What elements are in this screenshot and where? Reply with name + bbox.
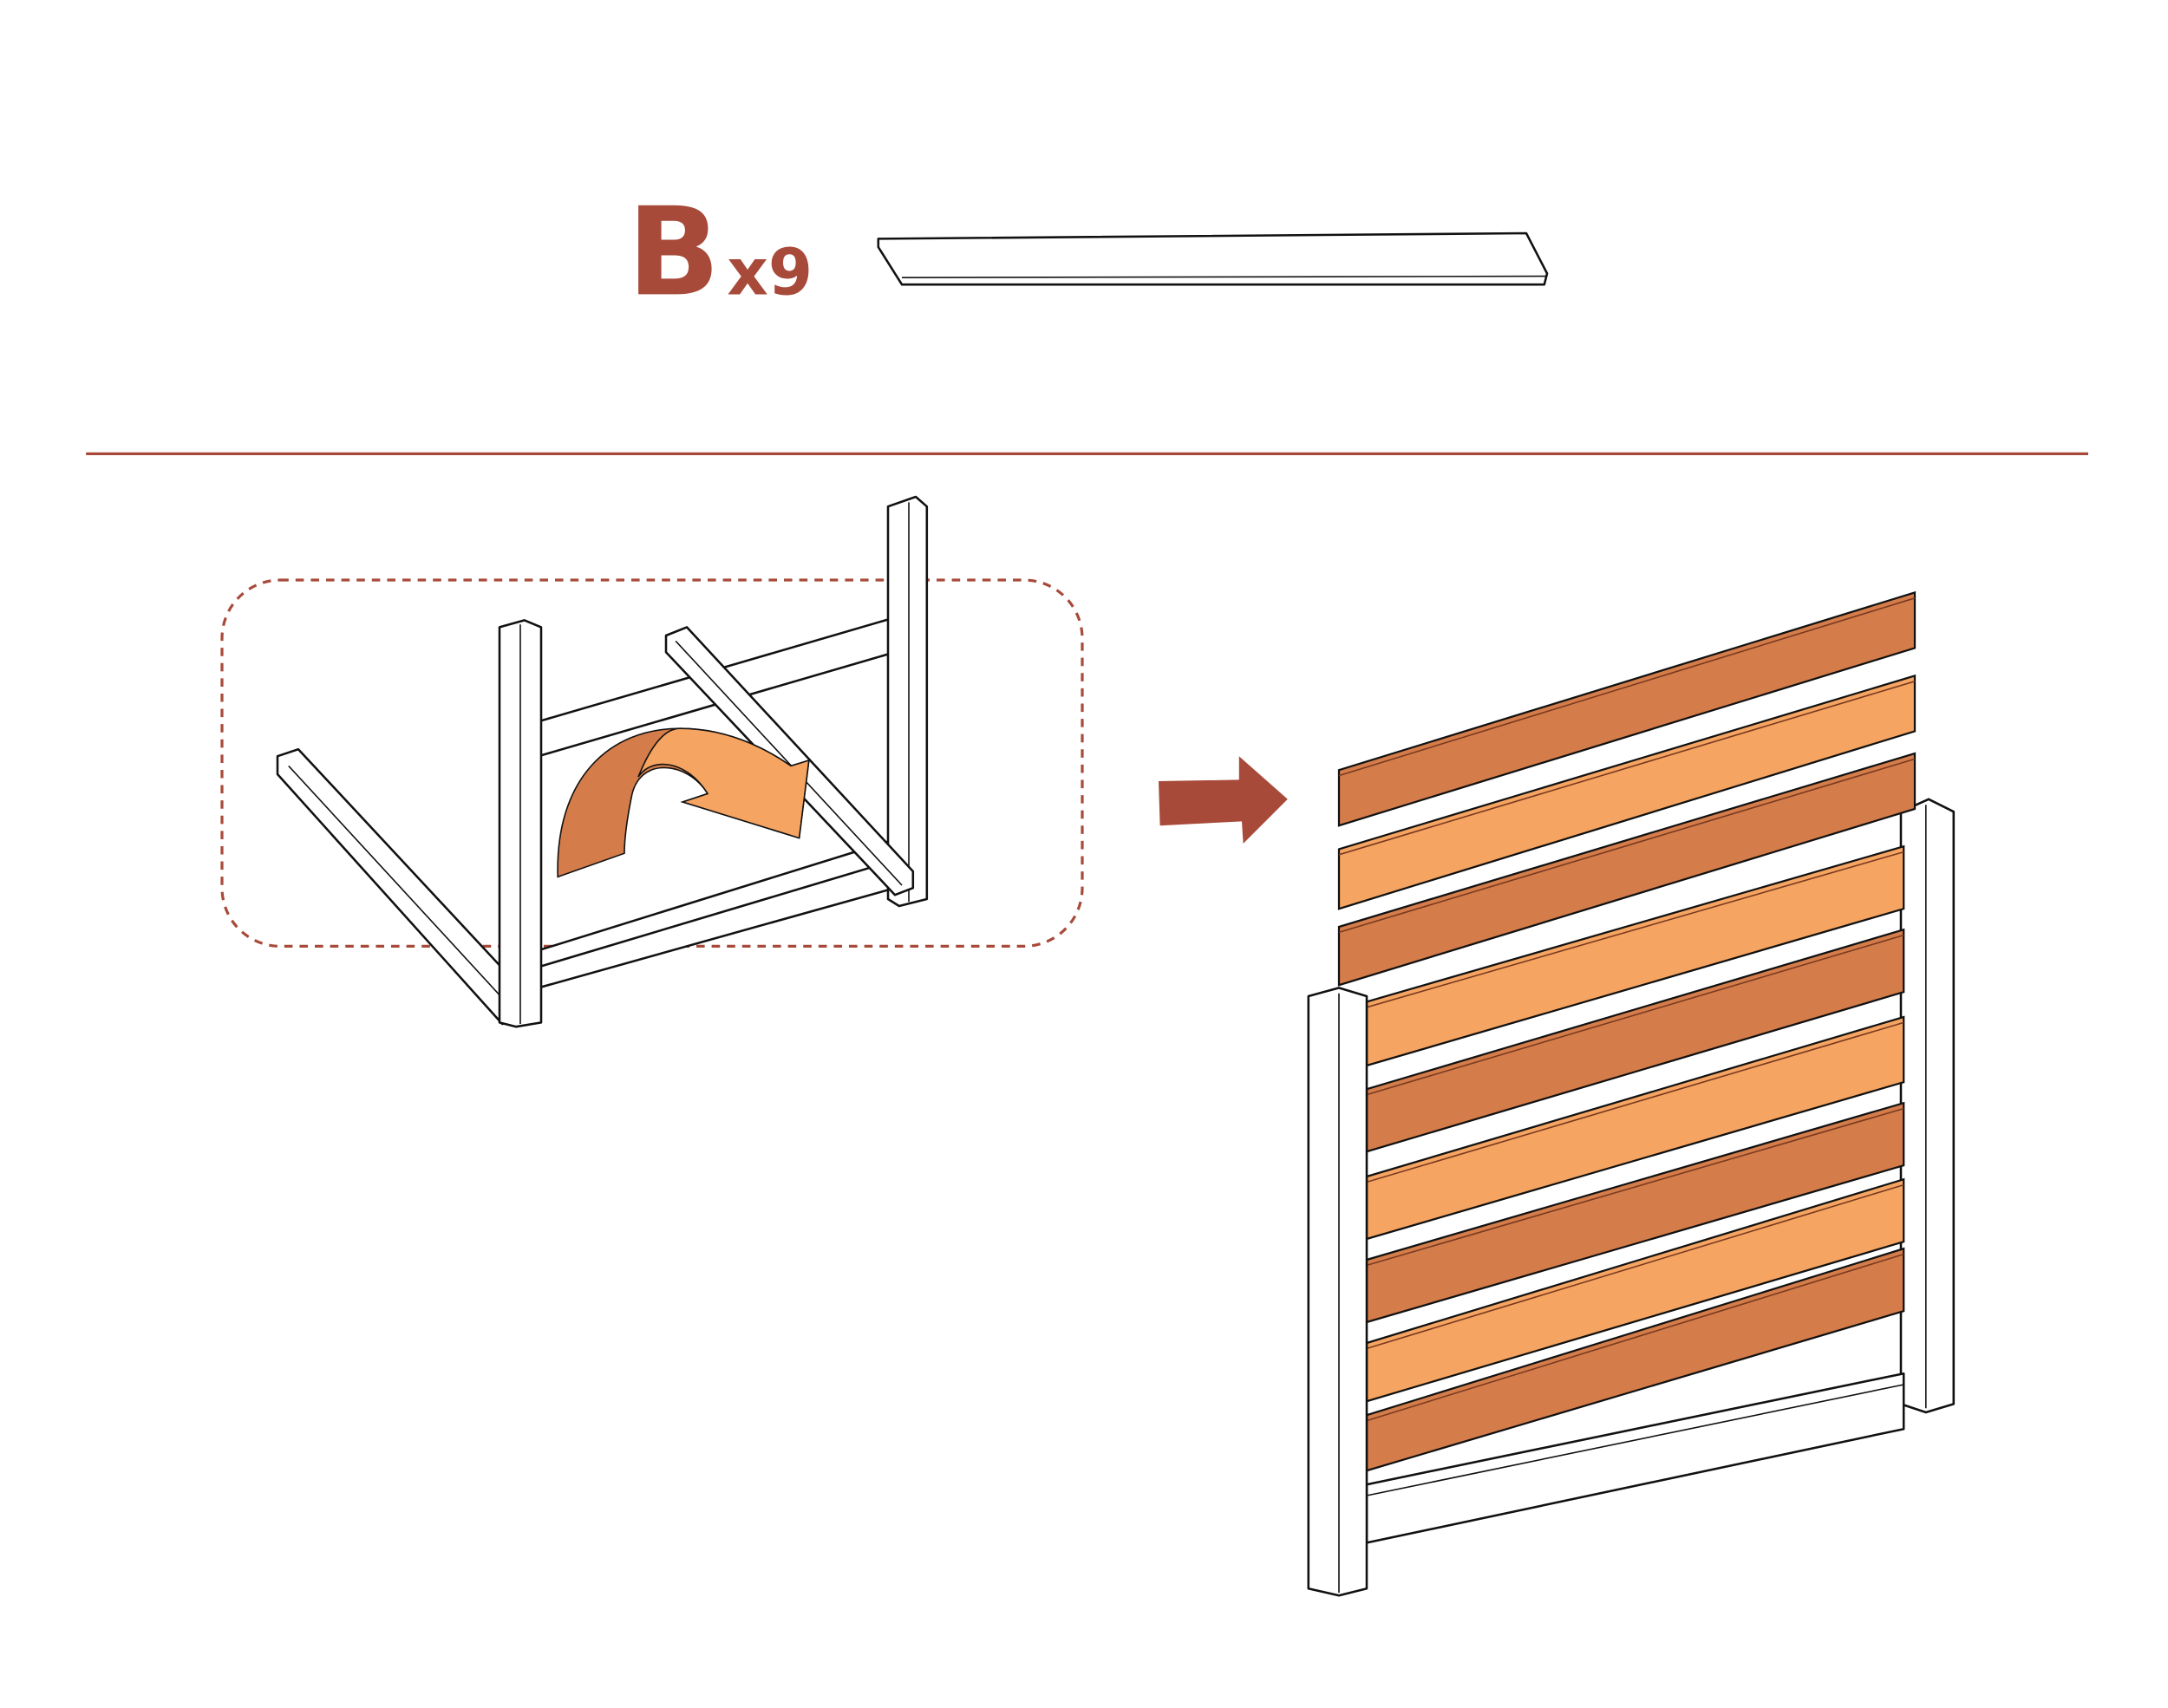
board-edge	[1366, 1021, 1904, 1183]
board-edge	[1366, 1253, 1904, 1422]
next-step-arrow-icon	[1159, 756, 1288, 844]
board-b	[1337, 590, 1917, 827]
board-edge	[1366, 934, 1904, 1096]
frame-flip-step	[220, 495, 1084, 1028]
board-edge	[1366, 1183, 1904, 1350]
part-quantity: x9	[727, 236, 813, 310]
board-b	[1337, 752, 1917, 987]
panel-assembled	[1307, 590, 1956, 1597]
part-letter: B	[627, 181, 720, 323]
board-b	[1337, 674, 1917, 910]
board-edge	[1366, 851, 1904, 1008]
board-edge	[1338, 758, 1916, 934]
board-edge	[1338, 681, 1916, 856]
board-edge	[1338, 597, 1916, 777]
part-b-plank	[877, 231, 1549, 286]
board-edge	[1366, 1107, 1904, 1267]
part-label: B x9	[627, 181, 813, 323]
